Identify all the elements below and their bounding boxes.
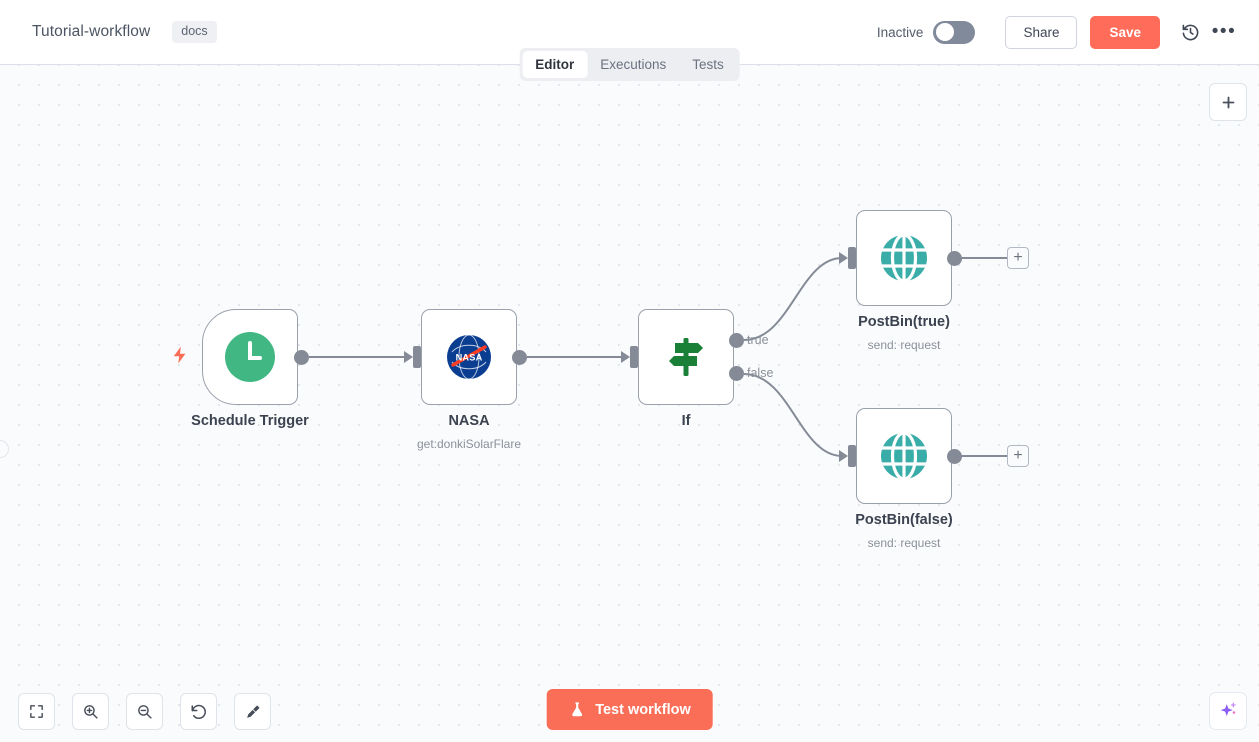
activation-toggle[interactable] xyxy=(933,20,976,44)
globe-icon xyxy=(881,233,927,283)
node-label-nasa: NASA xyxy=(448,413,490,429)
node-schedule-trigger[interactable] xyxy=(202,309,298,405)
nasa-logo-icon: NASA xyxy=(447,334,491,380)
node-label-postbin-false: PostBin(false) xyxy=(855,512,953,528)
port-out-postbin-true[interactable] xyxy=(947,251,962,266)
port-in-postbin-false[interactable] xyxy=(839,445,856,467)
node-subtitle-nasa: get:donkiSolarFlare xyxy=(416,437,522,451)
docs-tag[interactable]: docs xyxy=(172,21,217,43)
test-workflow-button[interactable]: Test workflow xyxy=(546,689,713,730)
fit-view-icon xyxy=(30,705,43,718)
signpost-icon xyxy=(669,338,703,376)
test-workflow-label: Test workflow xyxy=(595,701,691,718)
port-in-postbin-true[interactable] xyxy=(839,247,856,269)
flask-icon xyxy=(571,702,582,717)
tidy-up-icon xyxy=(246,704,260,718)
port-in-if[interactable] xyxy=(621,346,638,368)
sparkle-icon xyxy=(1220,702,1236,716)
reset-zoom-icon xyxy=(191,704,206,719)
node-label-if: If xyxy=(681,413,691,429)
node-subtitle-postbin-false: send: request xyxy=(867,536,941,550)
tab-executions[interactable]: Executions xyxy=(600,56,667,72)
zoom-out-button[interactable] xyxy=(126,693,163,730)
more-options-icon[interactable]: ••• xyxy=(1207,15,1241,49)
zoom-in-icon xyxy=(84,705,98,719)
node-label-postbin-true: PostBin(true) xyxy=(858,314,950,330)
workflow-title[interactable]: Tutorial-workflow xyxy=(32,23,151,40)
activation-status-label: Inactive xyxy=(876,24,924,40)
add-node-after-postbin-true[interactable]: + xyxy=(1007,247,1029,269)
view-tabs: Editor Executions Tests xyxy=(519,48,740,81)
port-out-schedule-trigger[interactable] xyxy=(294,350,309,365)
globe-icon xyxy=(881,431,927,481)
node-subtitle-postbin-true: send: request xyxy=(867,338,941,352)
ellipsis-glyph: ••• xyxy=(1211,21,1237,43)
port-label-true: true xyxy=(747,333,769,347)
trigger-bolt-icon xyxy=(170,343,190,372)
port-label-false: false xyxy=(747,366,774,380)
node-postbin-true[interactable] xyxy=(856,210,952,306)
node-label-schedule-trigger: Schedule Trigger xyxy=(191,413,309,429)
connection-edges xyxy=(309,257,1007,457)
zoom-in-button[interactable] xyxy=(72,693,109,730)
add-node-button[interactable] xyxy=(1209,83,1247,121)
zoom-out-icon xyxy=(138,705,152,719)
header-actions: Inactive Share Save ••• xyxy=(877,15,1259,49)
port-out-postbin-false[interactable] xyxy=(947,449,962,464)
toggle-knob xyxy=(935,23,954,41)
reset-zoom-button[interactable] xyxy=(180,693,217,730)
tab-editor[interactable]: Editor xyxy=(522,50,588,79)
tidy-up-button[interactable] xyxy=(234,693,271,730)
port-out-if-false[interactable] xyxy=(729,366,744,381)
save-button[interactable]: Save xyxy=(1090,15,1160,49)
tab-tests[interactable]: Tests xyxy=(692,56,724,72)
add-node-after-postbin-false[interactable]: + xyxy=(1007,445,1029,467)
workflow-canvas[interactable]: Schedule Trigger NASA NASA get:donkiSola… xyxy=(0,65,1259,742)
svg-text:NASA: NASA xyxy=(456,353,483,363)
node-nasa[interactable]: NASA xyxy=(421,309,517,405)
port-out-nasa[interactable] xyxy=(512,350,527,365)
share-button[interactable]: Share xyxy=(1005,15,1078,49)
port-in-nasa[interactable] xyxy=(404,346,421,368)
history-icon[interactable] xyxy=(1173,15,1207,49)
app-header: Tutorial-workflow docs Inactive Share Sa… xyxy=(0,0,1259,65)
port-out-if-true[interactable] xyxy=(729,333,744,348)
fit-view-button[interactable] xyxy=(18,693,55,730)
node-postbin-false[interactable] xyxy=(856,408,952,504)
ai-assistant-button[interactable] xyxy=(1209,692,1247,730)
node-if[interactable] xyxy=(638,309,734,405)
clock-icon xyxy=(225,332,275,382)
